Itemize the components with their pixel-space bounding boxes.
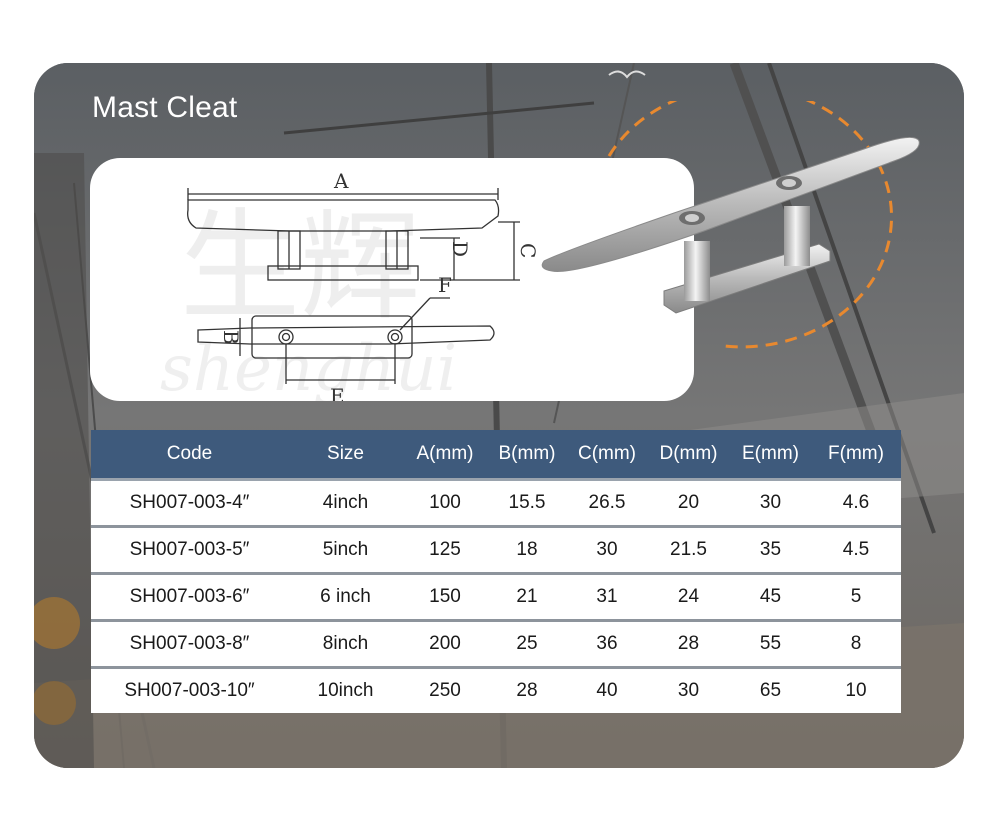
cell-e: 45 (730, 573, 811, 622)
cell-c: 31 (567, 573, 647, 622)
header-a: A(mm) (403, 430, 487, 481)
header-c: C(mm) (567, 430, 647, 481)
label-e: E (330, 384, 345, 401)
cell-a: 250 (403, 667, 487, 713)
cell-b: 21 (487, 573, 567, 622)
table-header-row: Code Size A(mm) B(mm) C(mm) D(mm) E(mm) … (91, 430, 901, 481)
table-row: SH007-003-8″ 8inch 200 25 36 28 55 8 (91, 620, 901, 669)
cell-size: 5inch (288, 526, 403, 575)
label-f: F (438, 273, 452, 297)
cell-b: 25 (487, 620, 567, 669)
cell-code: SH007-003-10″ (91, 667, 288, 713)
label-b: B (219, 330, 243, 345)
header-e: E(mm) (730, 430, 811, 481)
cell-e: 55 (730, 620, 811, 669)
label-c: C (516, 243, 540, 258)
cell-f: 4.5 (811, 526, 901, 575)
cell-c: 40 (567, 667, 647, 713)
cell-f: 8 (811, 620, 901, 669)
header-b: B(mm) (487, 430, 567, 481)
header-size: Size (288, 430, 403, 481)
cell-d: 20 (647, 479, 730, 528)
cell-b: 18 (487, 526, 567, 575)
cell-code: SH007-003-8″ (91, 620, 288, 669)
cell-code: SH007-003-6″ (91, 573, 288, 622)
cell-size: 6 inch (288, 573, 403, 622)
cell-size: 10inch (288, 667, 403, 713)
table-row: SH007-003-6″ 6 inch 150 21 31 24 45 5 (91, 573, 901, 622)
cell-d: 30 (647, 667, 730, 713)
cell-e: 35 (730, 526, 811, 575)
cell-f: 5 (811, 573, 901, 622)
cell-d: 28 (647, 620, 730, 669)
cell-d: 21.5 (647, 526, 730, 575)
header-f: F(mm) (811, 430, 901, 481)
cell-a: 100 (403, 479, 487, 528)
spec-table: Code Size A(mm) B(mm) C(mm) D(mm) E(mm) … (91, 430, 901, 713)
cell-d: 24 (647, 573, 730, 622)
table-row: SH007-003-10″ 10inch 250 28 40 30 65 10 (91, 667, 901, 713)
cell-b: 15.5 (487, 479, 567, 528)
cleat-photo (541, 101, 920, 349)
label-a: A (333, 169, 349, 193)
cell-code: SH007-003-4″ (91, 479, 288, 528)
cell-c: 26.5 (567, 479, 647, 528)
header-d: D(mm) (647, 430, 730, 481)
product-panel: Mast Cleat 生辉 shenghui (34, 63, 964, 768)
cell-e: 30 (730, 479, 811, 528)
cell-a: 150 (403, 573, 487, 622)
cell-f: 10 (811, 667, 901, 713)
table-row: SH007-003-5″ 5inch 125 18 30 21.5 35 4.5 (91, 526, 901, 575)
cell-f: 4.6 (811, 479, 901, 528)
technical-drawing: 生辉 shenghui (90, 158, 694, 401)
cell-code: SH007-003-5″ (91, 526, 288, 575)
cell-size: 4inch (288, 479, 403, 528)
cell-size: 8inch (288, 620, 403, 669)
cell-e: 65 (730, 667, 811, 713)
cell-c: 36 (567, 620, 647, 669)
cell-c: 30 (567, 526, 647, 575)
header-code: Code (91, 430, 288, 481)
table-row: SH007-003-4″ 4inch 100 15.5 26.5 20 30 4… (91, 479, 901, 528)
cell-a: 125 (403, 526, 487, 575)
cell-a: 200 (403, 620, 487, 669)
label-d: D (448, 241, 472, 257)
cell-b: 28 (487, 667, 567, 713)
page-title: Mast Cleat (92, 91, 238, 124)
